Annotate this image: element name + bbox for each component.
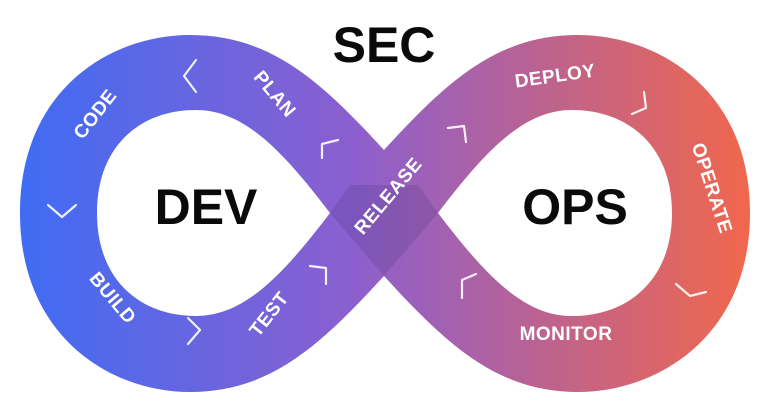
crossing-shadow [330,185,438,276]
chevron-icon [46,203,78,219]
stage-monitor: MONITOR [520,324,613,345]
chevron-icon [182,58,198,94]
chevron-icon [320,138,340,160]
label-dev: DEV [155,179,258,235]
chevron-icon [446,124,468,144]
chevron-icon [674,282,708,298]
title-sec: SEC [333,17,436,73]
chevron-icon [308,264,328,286]
label-ops: OPS [522,179,628,235]
chevron-icon [630,90,648,116]
chevron-icon [186,316,202,346]
infinity-band [20,35,750,392]
chevron-icon [460,272,478,300]
